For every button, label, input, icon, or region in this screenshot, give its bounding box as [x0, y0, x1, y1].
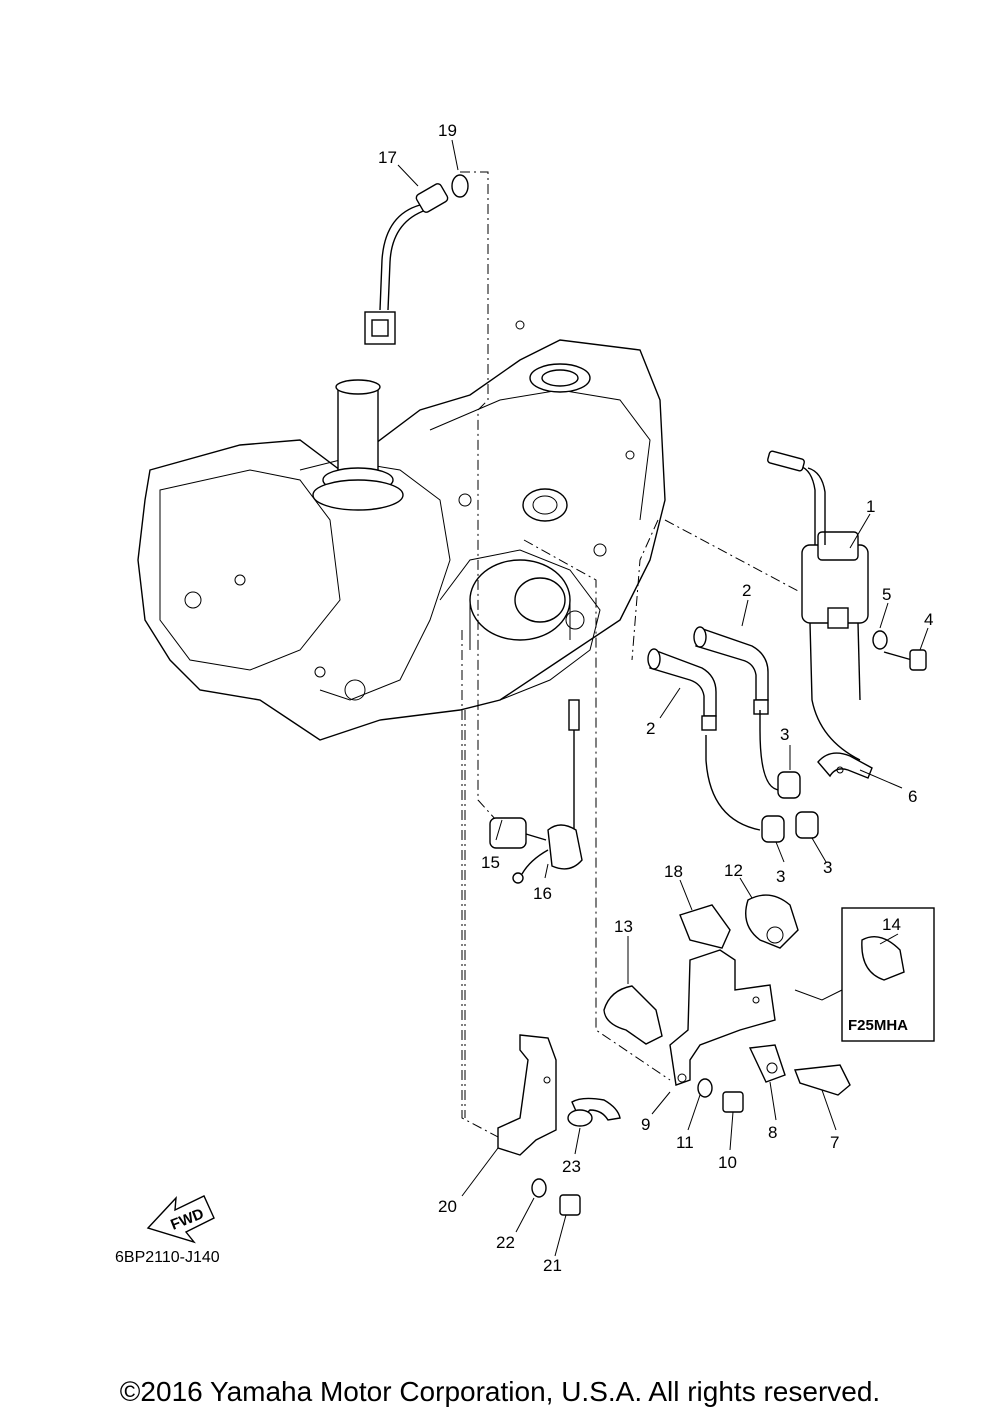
callout-1: 1 — [866, 497, 875, 516]
leader-lines — [460, 171, 801, 1139]
fwd-arrow-icon — [146, 1195, 215, 1244]
part-2-plug-cap-lower — [647, 648, 717, 731]
callout-6: 6 — [908, 787, 917, 806]
part-10-bolt — [722, 1091, 744, 1113]
callout-3-a: 3 — [780, 725, 789, 744]
callout-20: 20 — [438, 1197, 457, 1216]
callout-4: 4 — [924, 610, 933, 629]
variant-inset-box — [794, 907, 935, 1042]
callout-18: 18 — [664, 862, 683, 881]
callout-3-c: 3 — [823, 858, 832, 877]
part-20-bracket — [497, 1034, 557, 1156]
callout-21: 21 — [543, 1256, 562, 1275]
part-3-grommet-b — [761, 815, 785, 843]
drawing-code: 6BP2110-J140 — [115, 1249, 220, 1266]
variant-label: F25MHA — [848, 1017, 908, 1034]
callout-16: 16 — [533, 884, 552, 903]
callout-12: 12 — [724, 861, 743, 880]
engine-block — [137, 320, 666, 741]
part-15-sensor — [489, 817, 547, 849]
callout-11: 11 — [676, 1133, 694, 1152]
part-19-washer — [451, 174, 469, 198]
part-23-clip — [567, 1097, 621, 1127]
part-6-clamp — [817, 752, 873, 779]
part-2-plug-cap-upper — [693, 626, 769, 715]
callout-3-b: 3 — [776, 867, 785, 886]
callout-9: 9 — [641, 1115, 650, 1134]
callout-23: 23 — [562, 1157, 581, 1176]
copyright-notice: ©2016 Yamaha Motor Corporation, U.S.A. A… — [119, 1376, 881, 1407]
part-9-bracket — [669, 949, 776, 1086]
callout-17: 17 — [378, 148, 397, 167]
part-16-lead — [512, 699, 583, 884]
plug-leads — [705, 710, 781, 831]
part-21-bolt — [559, 1194, 581, 1216]
callout-13: 13 — [614, 917, 633, 936]
part-7-cap — [794, 1064, 851, 1096]
part-11-washer — [697, 1078, 713, 1098]
part-1-ignition-coil — [767, 450, 869, 761]
callout-10: 10 — [718, 1153, 737, 1172]
callout-5: 5 — [882, 585, 891, 604]
callout-2-lower: 2 — [646, 719, 655, 738]
part-22-washer — [531, 1178, 547, 1198]
callout-15: 15 — [481, 853, 500, 872]
part-17-sensor-lead — [364, 183, 449, 345]
part-18-holder — [679, 904, 731, 949]
callout-leaders — [397, 139, 929, 1257]
callout-2-upper: 2 — [742, 581, 751, 600]
part-4-bolt — [883, 649, 927, 671]
part-12-holder — [745, 894, 799, 949]
part-number-labels: 1 2 2 3 3 3 3 4 5 6 7 8 9 10 11 12 13 14… — [378, 121, 933, 1275]
callout-7: 7 — [830, 1133, 839, 1152]
part-3-grommet-c — [795, 811, 819, 839]
part-8-block — [748, 1044, 786, 1083]
part-3-grommet-a — [777, 771, 801, 799]
part-5-washer — [872, 630, 888, 650]
callout-22: 22 — [496, 1233, 515, 1252]
callout-8: 8 — [768, 1123, 777, 1142]
callout-19: 19 — [438, 121, 457, 140]
callout-14: 14 — [882, 915, 901, 934]
part-13-holder — [603, 985, 663, 1045]
